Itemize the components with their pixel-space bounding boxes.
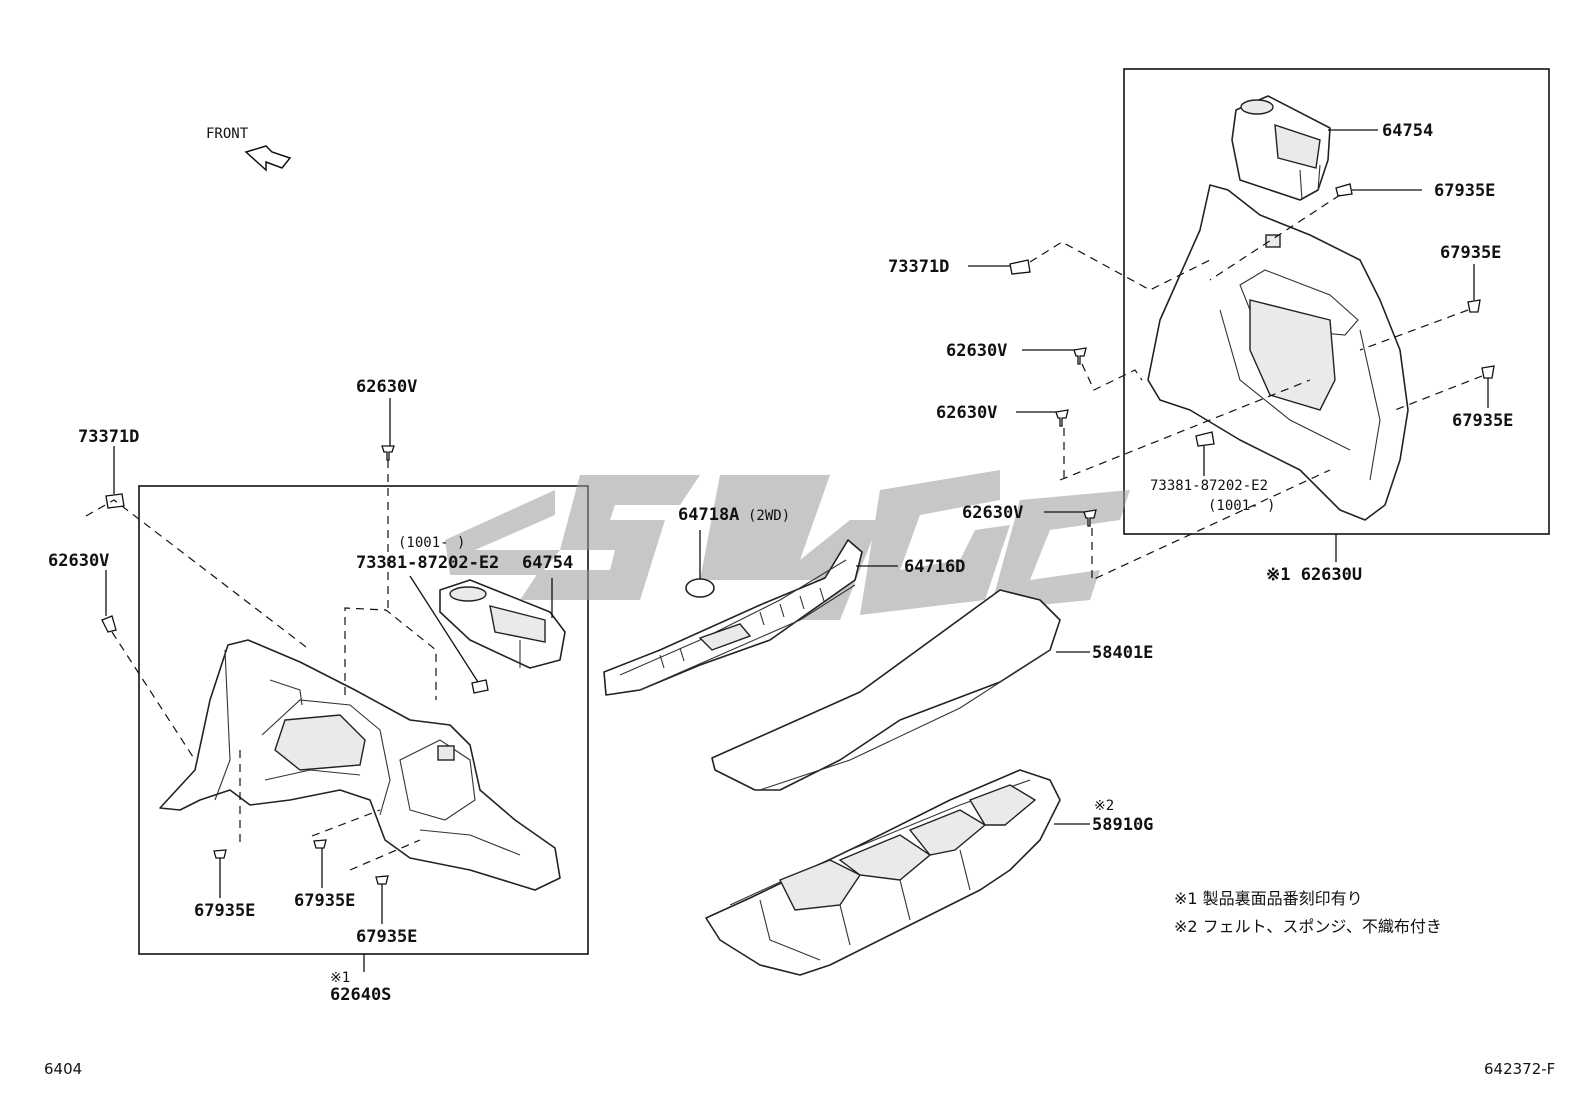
center-leaders [856, 565, 1090, 825]
callout-62630v-r2: 62630V [936, 403, 997, 423]
clip-67935e-l3 [375, 875, 389, 885]
callout-64716d: 64716D [904, 557, 965, 577]
clip-73371d-right [1009, 259, 1031, 275]
callout-62630u: ※1 62630U [1266, 565, 1362, 585]
luggage-tray-58910g [705, 769, 1061, 976]
notes: ※1 製品裏面品番刻印有り ※2 フェルト、スポンジ、不織布付き [1174, 889, 1442, 936]
clip-62630v-top [381, 445, 395, 461]
callout-range-right: (1001- ) [1208, 498, 1275, 514]
right-fasteners [1009, 183, 1495, 527]
clip-67935e-r1 [1335, 183, 1353, 197]
clip-73381-left [471, 679, 489, 694]
cap-64718a [685, 530, 715, 598]
callout-62630v-r3: 62630V [962, 503, 1023, 523]
callout-67935e-l2: 67935E [294, 891, 355, 911]
callout-67935e-l3: 67935E [356, 927, 417, 947]
clip-67935e-l1 [213, 849, 227, 859]
callout-67935e-r1: 67935E [1434, 181, 1495, 201]
clip-62630v-r3 [1083, 509, 1097, 527]
clip-73381-right [1195, 431, 1215, 447]
callout-67935e-l1: 67935E [194, 901, 255, 921]
footer-right-code: 642372-F [1484, 1060, 1555, 1078]
callout-note2: ※2 [1094, 798, 1114, 814]
callout-64718a: 64718A [678, 505, 739, 525]
callout-labels: 62630V 73371D 62630V (1001- ) 73381-8720… [48, 121, 1513, 1005]
callout-67935e-r3: 67935E [1452, 411, 1513, 431]
clip-67935e-r3 [1481, 365, 1495, 379]
callout-67935e-r2: 67935E [1440, 243, 1501, 263]
callout-73371d-left: 73371D [78, 427, 139, 447]
clip-67935e-l2 [313, 839, 327, 849]
note-2: ※2 フェルト、スポンジ、不織布付き [1174, 917, 1442, 936]
callout-62630v-top: 62630V [356, 377, 417, 397]
clip-62630v-r2 [1055, 409, 1069, 427]
right-leaders [968, 129, 1489, 562]
callout-73371d-right: 73371D [888, 257, 949, 277]
callout-64754-left: 64754 [522, 553, 573, 573]
callout-note1-left: ※1 [330, 970, 350, 986]
right-dashed-lines [1029, 194, 1483, 581]
left-fasteners [101, 445, 489, 885]
callout-64754-right: 64754 [1382, 121, 1433, 141]
clip-67935e-r2 [1467, 299, 1481, 313]
callout-range-left: (1001- ) [398, 535, 465, 551]
front-arrow-icon [244, 145, 292, 172]
callout-58401e: 58401E [1092, 643, 1153, 663]
callout-2wd: (2WD) [748, 508, 790, 524]
deck-board-58401e [711, 589, 1061, 791]
callout-62640s: 62640S [330, 985, 391, 1005]
clip-62630v-left [101, 615, 117, 633]
footer-left-code: 6404 [44, 1060, 82, 1078]
callout-73381-right: 73381-87202-E2 [1150, 478, 1268, 494]
left-dashed-lines [85, 460, 437, 871]
clip-62630v-r1 [1073, 347, 1087, 365]
front-label: FRONT [206, 126, 249, 142]
cap-64718a-shape [685, 578, 715, 598]
callout-62630v-r1: 62630V [946, 341, 1007, 361]
right-cup-holder-64754 [1231, 95, 1331, 201]
left-quarter-trim-panel [159, 639, 561, 891]
callout-58910g: 58910G [1092, 815, 1153, 835]
left-cup-holder-64754 [439, 579, 566, 669]
note-1: ※1 製品裏面品番刻印有り [1174, 889, 1363, 908]
callout-62630v-left: 62630V [48, 551, 109, 571]
callout-73381-left: 73381-87202-E2 [356, 553, 499, 573]
front-indicator: FRONT [206, 126, 292, 172]
right-quarter-trim-panel [1147, 184, 1409, 521]
left-leaders [105, 398, 553, 972]
